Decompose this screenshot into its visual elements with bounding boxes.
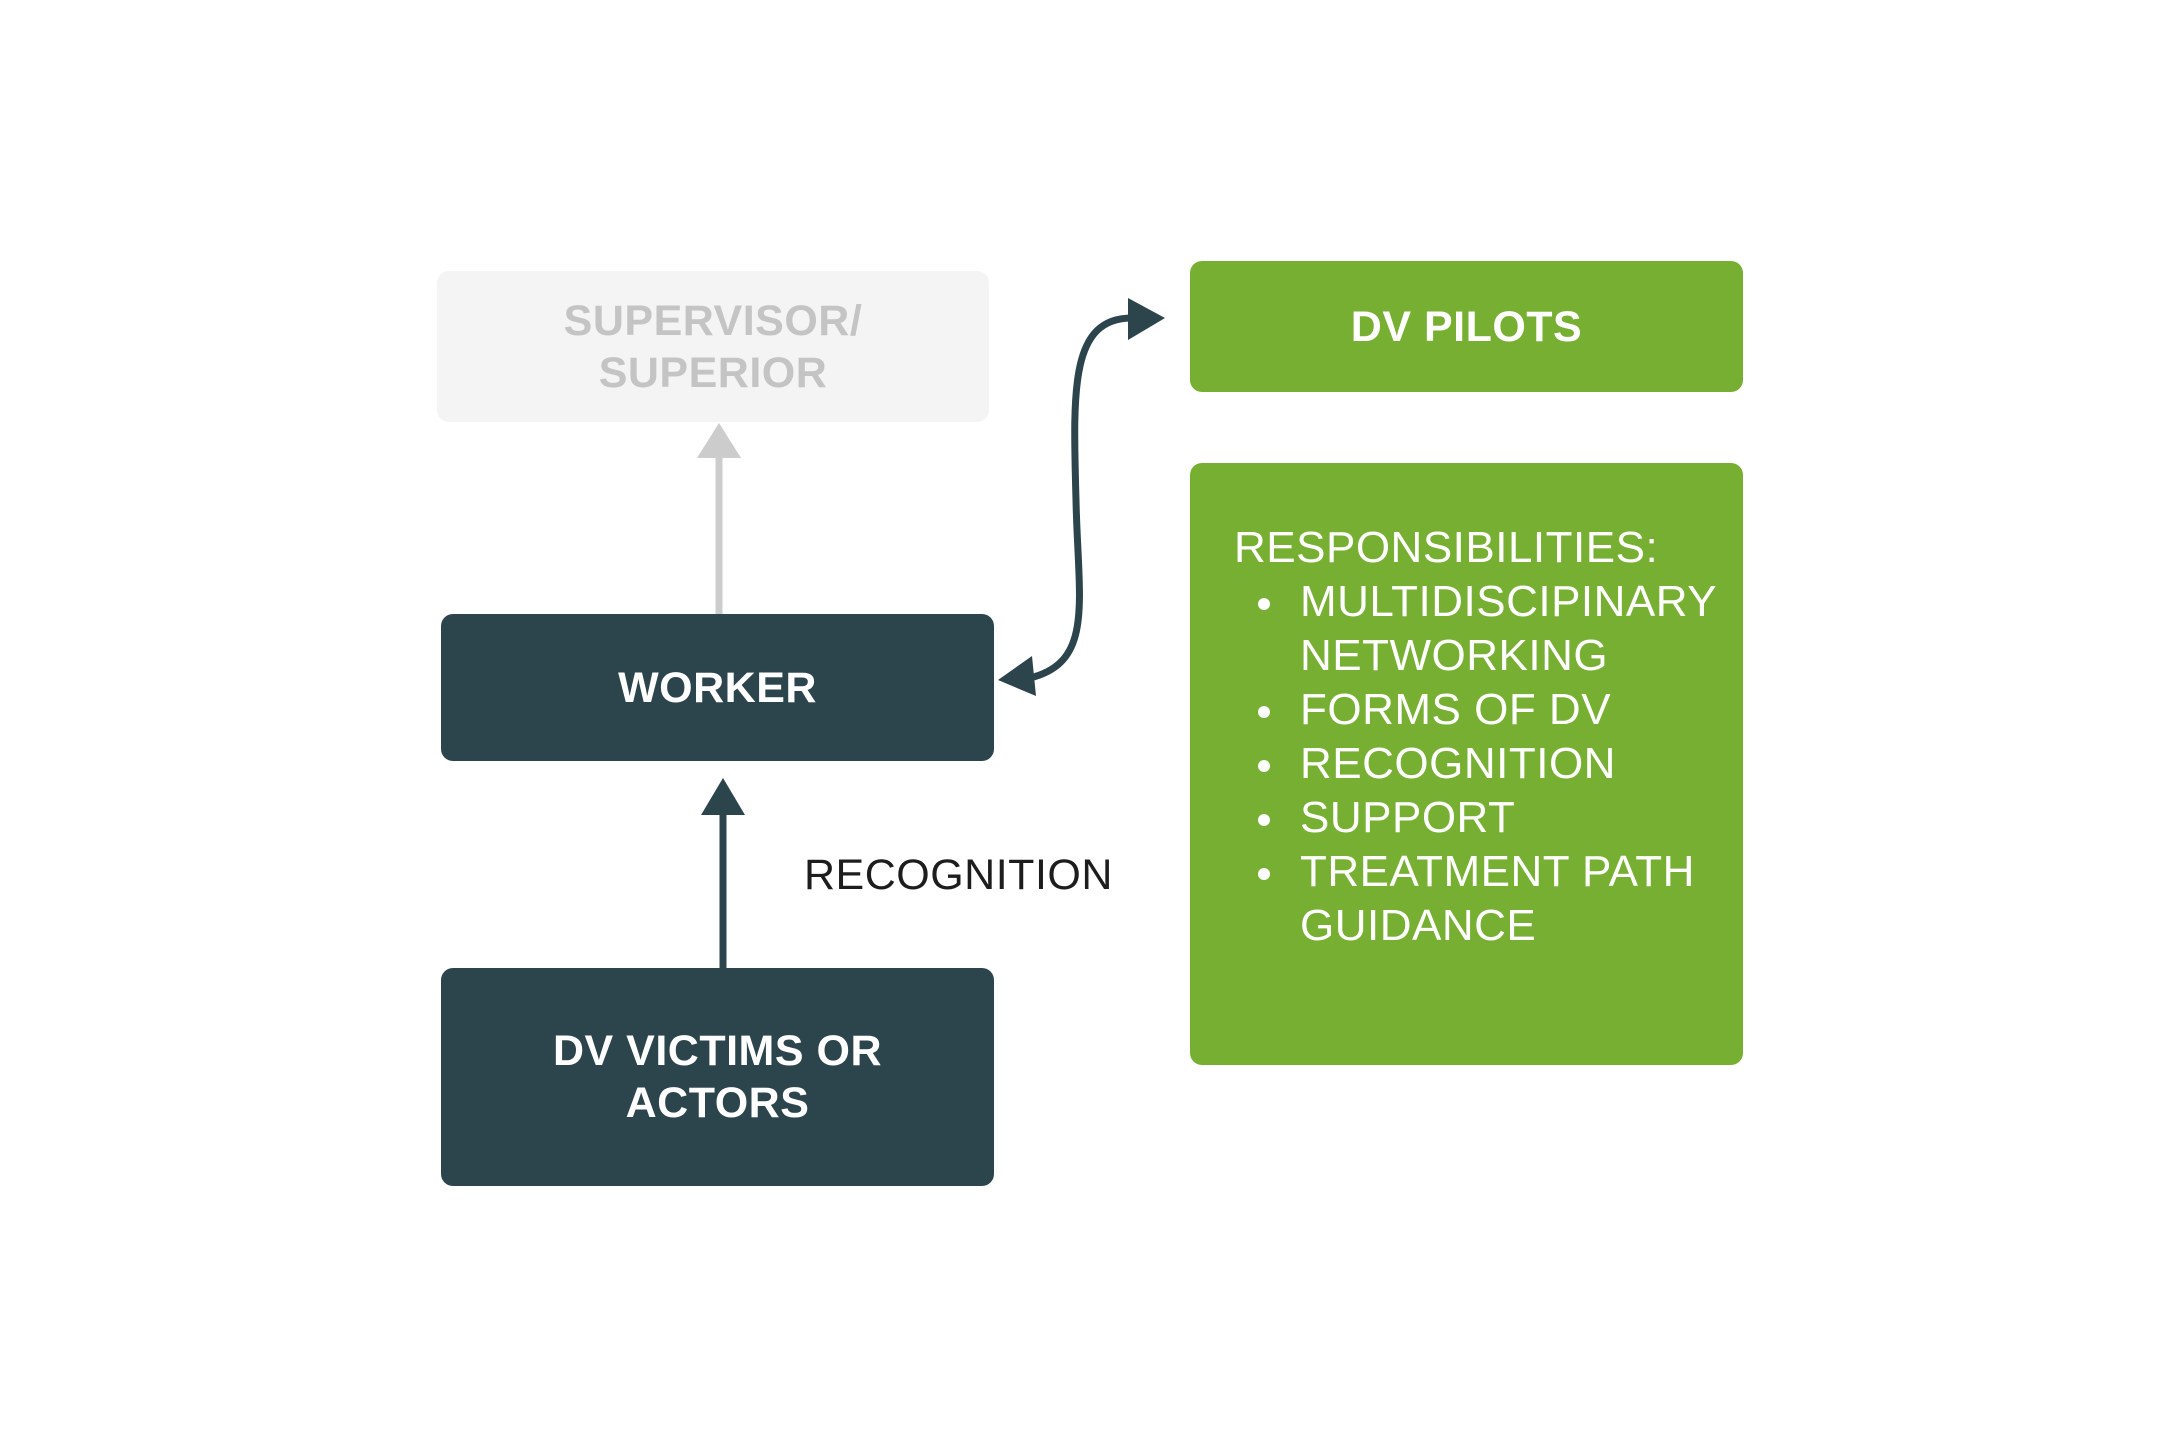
responsibility-item-line: RECOGNITION xyxy=(1300,739,1616,788)
recognition-edge-label: RECOGNITION xyxy=(804,851,1113,899)
responsibility-item: RECOGNITION xyxy=(1258,737,1723,791)
responsibility-item-line: SUPPORT xyxy=(1300,793,1516,842)
responsibilities-box: RESPONSIBILITIES: MULTIDISCIPINARY NETWO… xyxy=(1190,463,1743,1065)
victims-label-line-2: ACTORS xyxy=(625,1079,810,1127)
responsibility-item: MULTIDISCIPINARY NETWORKING xyxy=(1258,575,1723,683)
victims-label-line-1: DV VICTIMS OR xyxy=(552,1027,883,1075)
worker-end-arrowhead xyxy=(998,656,1036,696)
responsibility-item: SUPPORT xyxy=(1258,791,1723,845)
supervisor-node: SUPERVISOR/ SUPERIOR xyxy=(437,271,989,422)
responsibility-item-line: NETWORKING xyxy=(1300,631,1609,680)
worker-node: WORKER xyxy=(441,614,994,761)
worker-pilots-connector xyxy=(1026,314,1136,682)
victims-to-worker-arrowhead xyxy=(701,778,745,815)
dv-pilots-node: DV PILOTS xyxy=(1190,261,1743,392)
dv-victims-node: DV VICTIMS OR ACTORS xyxy=(441,968,994,1186)
responsibility-item-line: TREATMENT PATH xyxy=(1300,847,1695,896)
supervisor-label-line-1: SUPERVISOR/ xyxy=(563,296,863,345)
responsibility-item-line: FORMS OF DV xyxy=(1300,685,1612,734)
responsibility-item: TREATMENT PATH GUIDANCE xyxy=(1258,845,1723,953)
worker-label: WORKER xyxy=(618,663,817,712)
pilots-end-arrowhead xyxy=(1128,298,1165,340)
responsibility-item-line: GUIDANCE xyxy=(1300,901,1537,950)
supervisor-label-line-2: SUPERIOR xyxy=(598,348,828,397)
worker-to-supervisor-arrowhead xyxy=(697,423,741,458)
responsibilities-list: MULTIDISCIPINARY NETWORKING FORMS OF DV … xyxy=(1234,575,1723,953)
responsibilities-heading: RESPONSIBILITIES: xyxy=(1234,523,1659,572)
responsibility-item: FORMS OF DV xyxy=(1258,683,1723,737)
pilots-label: DV PILOTS xyxy=(1350,302,1583,351)
responsibility-item-line: MULTIDISCIPINARY xyxy=(1300,577,1718,626)
